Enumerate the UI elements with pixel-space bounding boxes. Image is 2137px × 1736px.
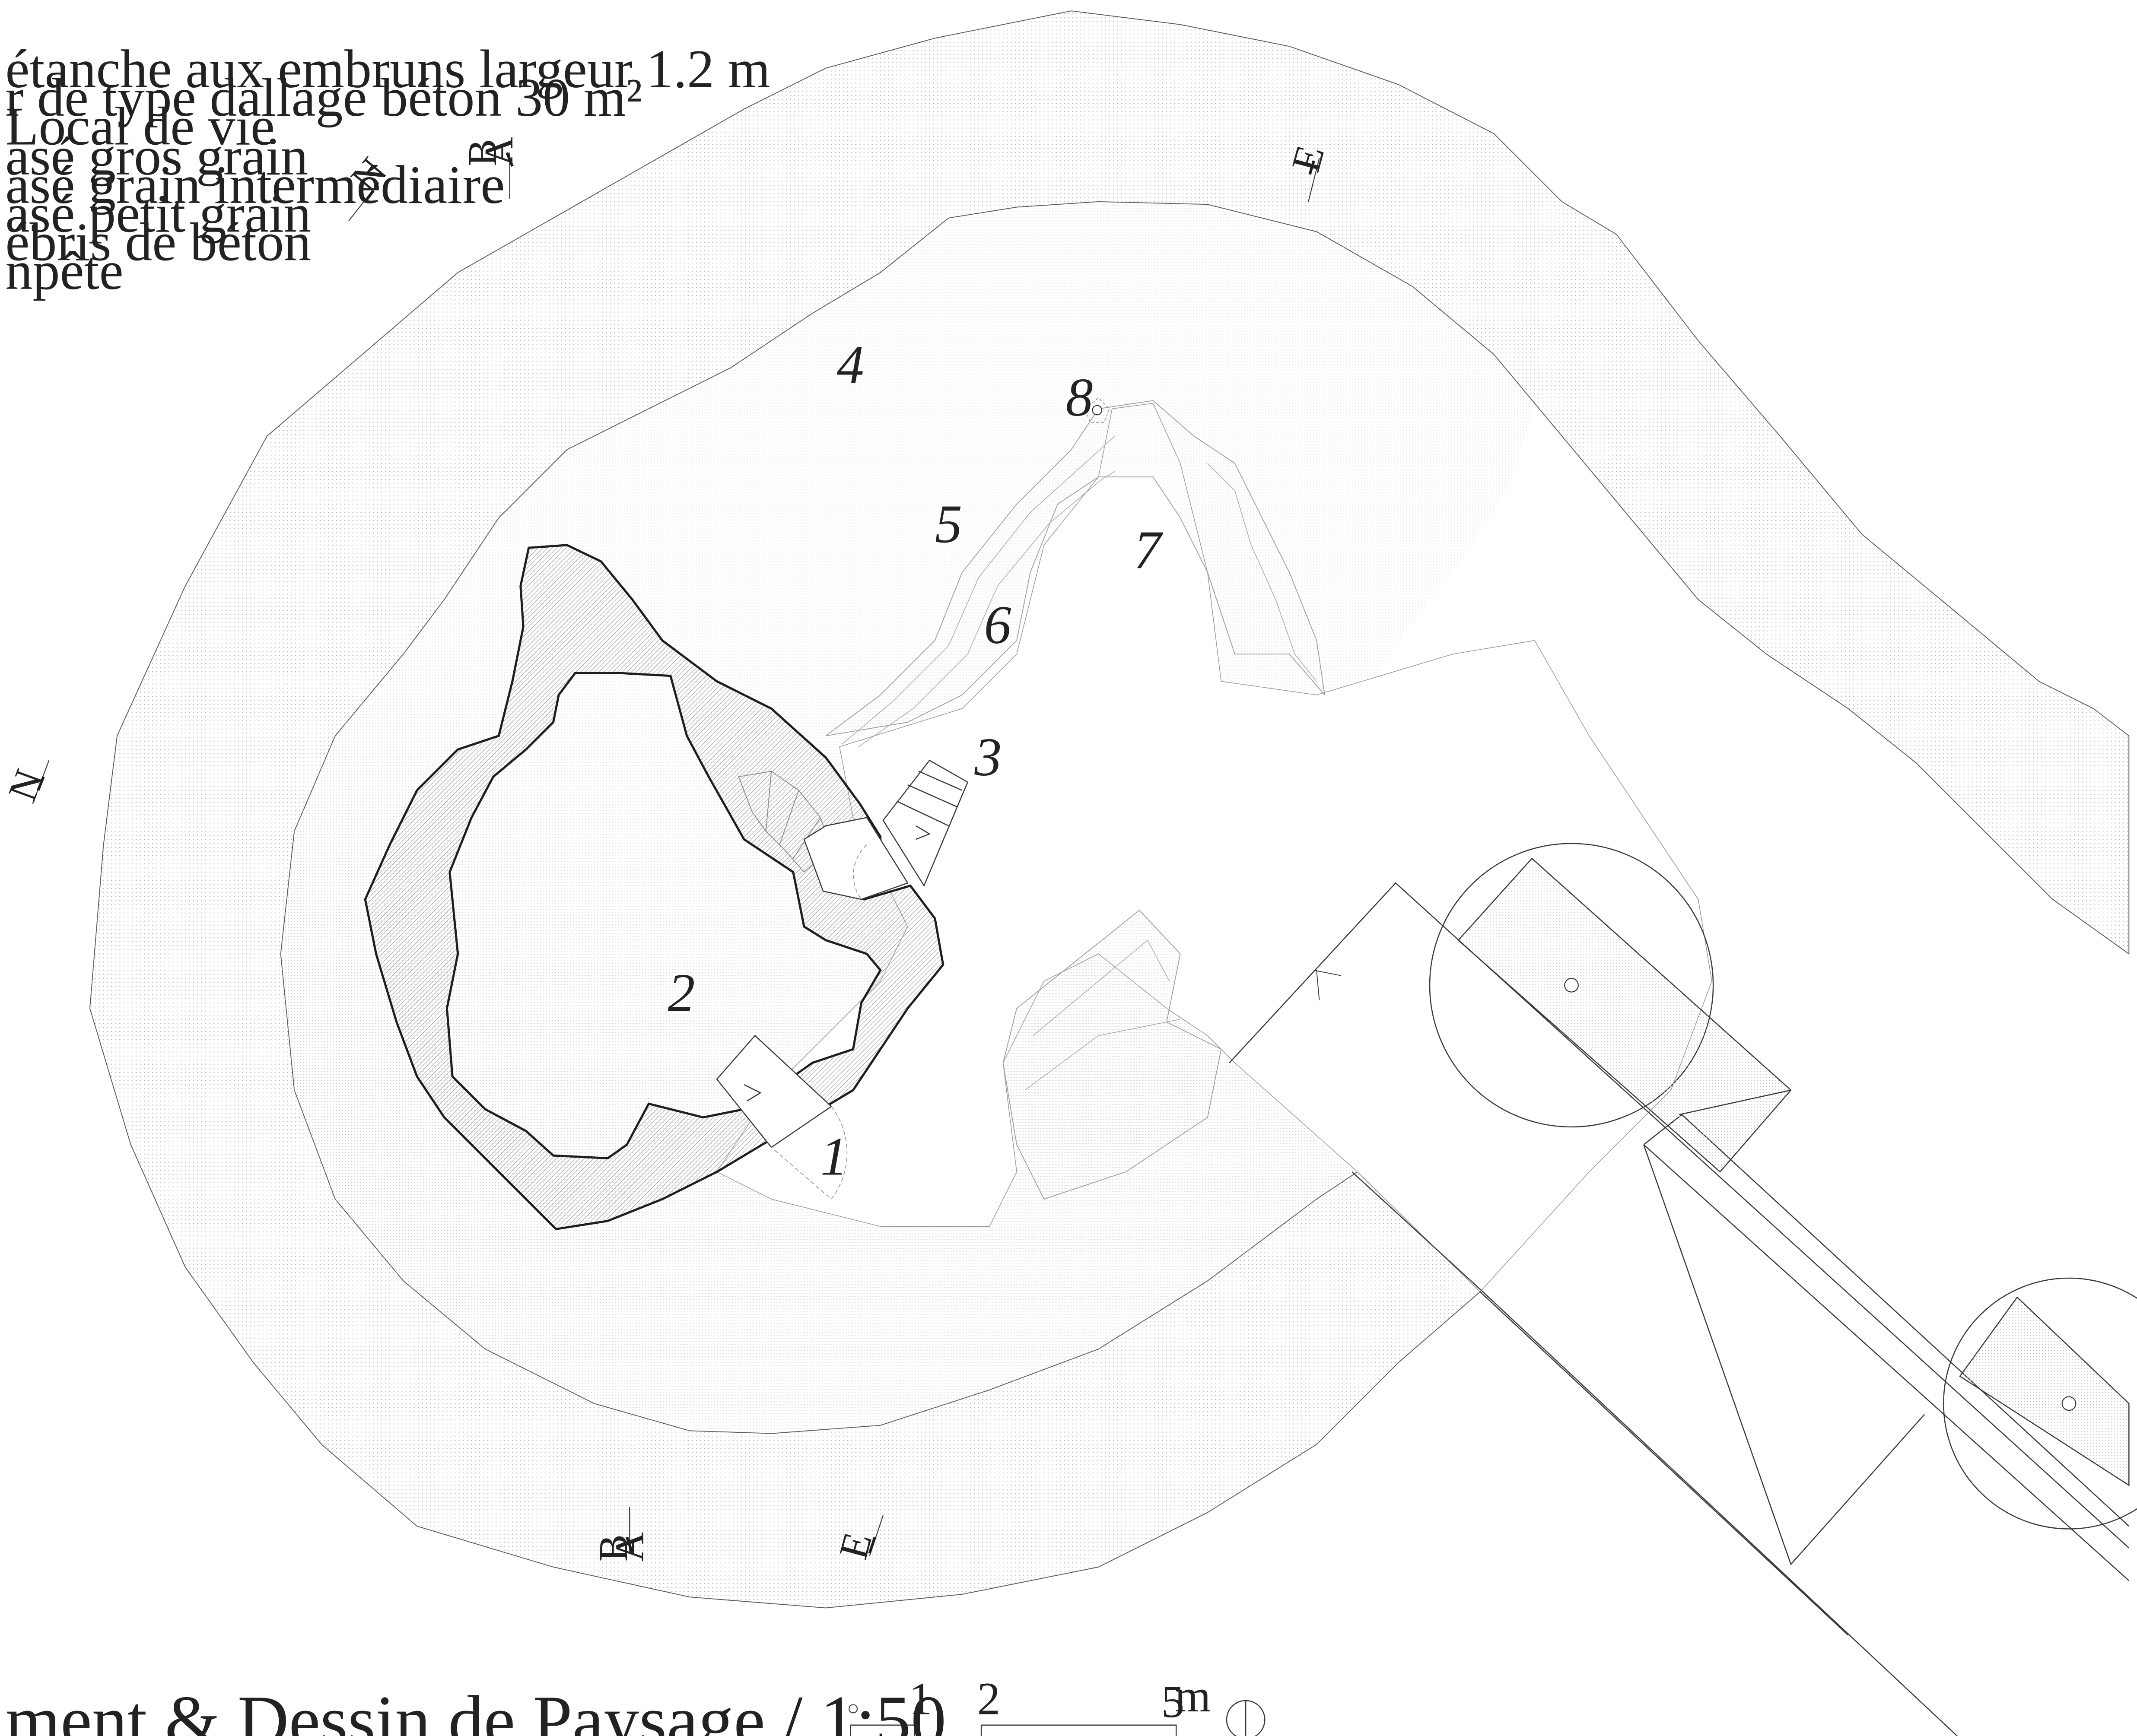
door-swing-south: [771, 1106, 848, 1200]
tree-2: [1943, 1277, 2137, 1530]
stair-block-3: [882, 759, 969, 887]
terrace-contour-3: [1207, 463, 1317, 682]
scale-unit: m: [1175, 1670, 1211, 1722]
terrace-contour-1: [842, 435, 1115, 745]
section-marker-ab-bottom: B A: [591, 1507, 652, 1561]
zone-label-8: 8: [1066, 368, 1093, 428]
scale-label-5: 5: [1161, 1676, 1185, 1727]
terrace-contour-4: [1033, 939, 1170, 1036]
svg-text:B: B: [460, 139, 505, 166]
legend-item-4: asé gros grain: [5, 127, 308, 187]
legend-item-5: asé grain intermédiaire: [5, 155, 505, 215]
scale-label-2: 2: [977, 1673, 1001, 1725]
zone-label-3: 3: [974, 727, 1002, 787]
drawing-caption: ment & Dessin de Paysage / 1:50: [5, 1682, 946, 1736]
section-marker-n-left: N: [0, 760, 52, 807]
zone-label-1: 1: [820, 1127, 848, 1187]
svg-text:A: A: [477, 137, 522, 166]
legend-item-2: r de type dallage béton 30 m²: [5, 68, 642, 128]
diagonal-path: [1229, 882, 2130, 1736]
path-edge-mid: [1643, 1089, 1925, 1565]
scale-bar: 1 2 5 m: [849, 1670, 1211, 1736]
section-marker-ab-top: B A: [460, 137, 522, 199]
legend-item-3: Local de vie: [5, 96, 275, 156]
door-swing-north: [853, 844, 867, 900]
path-tick: [1313, 970, 1342, 1000]
door-module-north: [803, 817, 909, 900]
legend: étanche aux embruns largeur 1.2 m r de t…: [5, 39, 770, 301]
legend-item-7: ébris de béton: [5, 213, 311, 273]
zone-label-4: 4: [837, 335, 864, 395]
svg-text:B: B: [591, 1534, 636, 1561]
living-quarters-wall: [364, 544, 944, 1231]
terrace-bed-upper: [825, 400, 1326, 736]
svg-text:A: A: [607, 1532, 652, 1561]
svg-text:N: N: [0, 764, 52, 807]
terrace-bed-lower: [1002, 910, 1222, 1200]
terrace-contour-5: [1024, 1019, 1180, 1091]
zone-label-7: 7: [1134, 520, 1163, 580]
scale-label-1: 1: [909, 1673, 932, 1725]
terrace-contour-2: [858, 471, 1115, 747]
north-arrow-icon: [1226, 1700, 1266, 1736]
well-marker: [1084, 397, 1110, 423]
legend-item-1: étanche aux embruns largeur 1.2 m: [5, 39, 770, 99]
zone-label-6: 6: [984, 595, 1011, 655]
zone-label-2: 2: [668, 963, 695, 1023]
legend-item-8: npête: [5, 241, 123, 301]
legend-item-6: asé petit grain: [5, 184, 311, 244]
zone-label-5: 5: [935, 495, 962, 555]
